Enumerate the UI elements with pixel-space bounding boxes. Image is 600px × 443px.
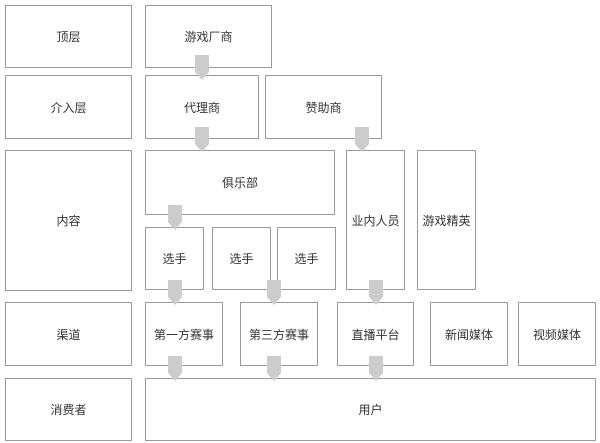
node-player-2-label: 选手 [229,252,254,266]
arrow-developer-to-agent [195,55,209,80]
node-player-2: 选手 [212,227,271,290]
layer-consumer-label: 消费者 [50,403,87,417]
node-first-party-event: 第一方赛事 [145,302,223,366]
node-news-media-label: 新闻媒体 [444,327,493,342]
layer-channel-label: 渠道 [56,327,81,342]
node-third-party-event: 第三方赛事 [240,302,318,366]
node-users: 用户 [145,378,596,441]
arrow-first-party-to-users [168,356,182,381]
layer-content: 内容 [5,150,132,291]
arrow-club-to-player [168,205,182,230]
node-live-platform: 直播平台 [337,302,414,366]
layer-intermediary-label: 介入层 [50,100,87,115]
arrow-insiders-to-live [369,280,383,305]
arrow-third-party-to-users [267,356,281,381]
layer-top: 顶层 [5,5,132,68]
node-video-media-label: 视频媒体 [532,327,581,342]
node-sponsor-label: 赞助商 [305,100,342,115]
layer-top-label: 顶层 [56,30,81,44]
node-video-media: 视频媒体 [518,302,596,366]
node-game-elite-label: 游戏精英 [422,213,471,228]
node-third-party-event-label: 第三方赛事 [248,327,309,342]
node-news-media: 新闻媒体 [430,302,508,366]
layer-content-label: 内容 [56,214,81,228]
node-player-3-label: 选手 [294,252,319,266]
node-club-label: 俱乐部 [221,176,258,190]
arrow-sponsor-to-insiders [355,127,369,152]
node-player-3: 选手 [277,227,336,290]
node-club: 俱乐部 [145,150,335,215]
arrow-player-to-third-party [267,280,281,305]
arrow-live-to-users [369,356,383,381]
node-player-1: 选手 [145,227,204,290]
node-agent-label: 代理商 [183,100,220,115]
node-game-elite: 游戏精英 [417,150,476,290]
layer-intermediary: 介入层 [5,75,132,139]
node-first-party-event-label: 第一方赛事 [153,327,214,342]
layer-channel: 渠道 [5,302,132,366]
node-live-platform-label: 直播平台 [351,327,400,342]
arrow-agent-to-club [195,127,209,152]
node-users-label: 用户 [358,403,383,417]
node-industry-insiders-label: 业内人员 [351,213,400,228]
node-industry-insiders: 业内人员 [346,150,405,290]
layer-consumer: 消费者 [5,378,132,441]
arrow-player-to-first-party [168,280,182,305]
node-game-developer-label: 游戏厂商 [184,30,233,44]
node-player-1-label: 选手 [162,252,187,266]
